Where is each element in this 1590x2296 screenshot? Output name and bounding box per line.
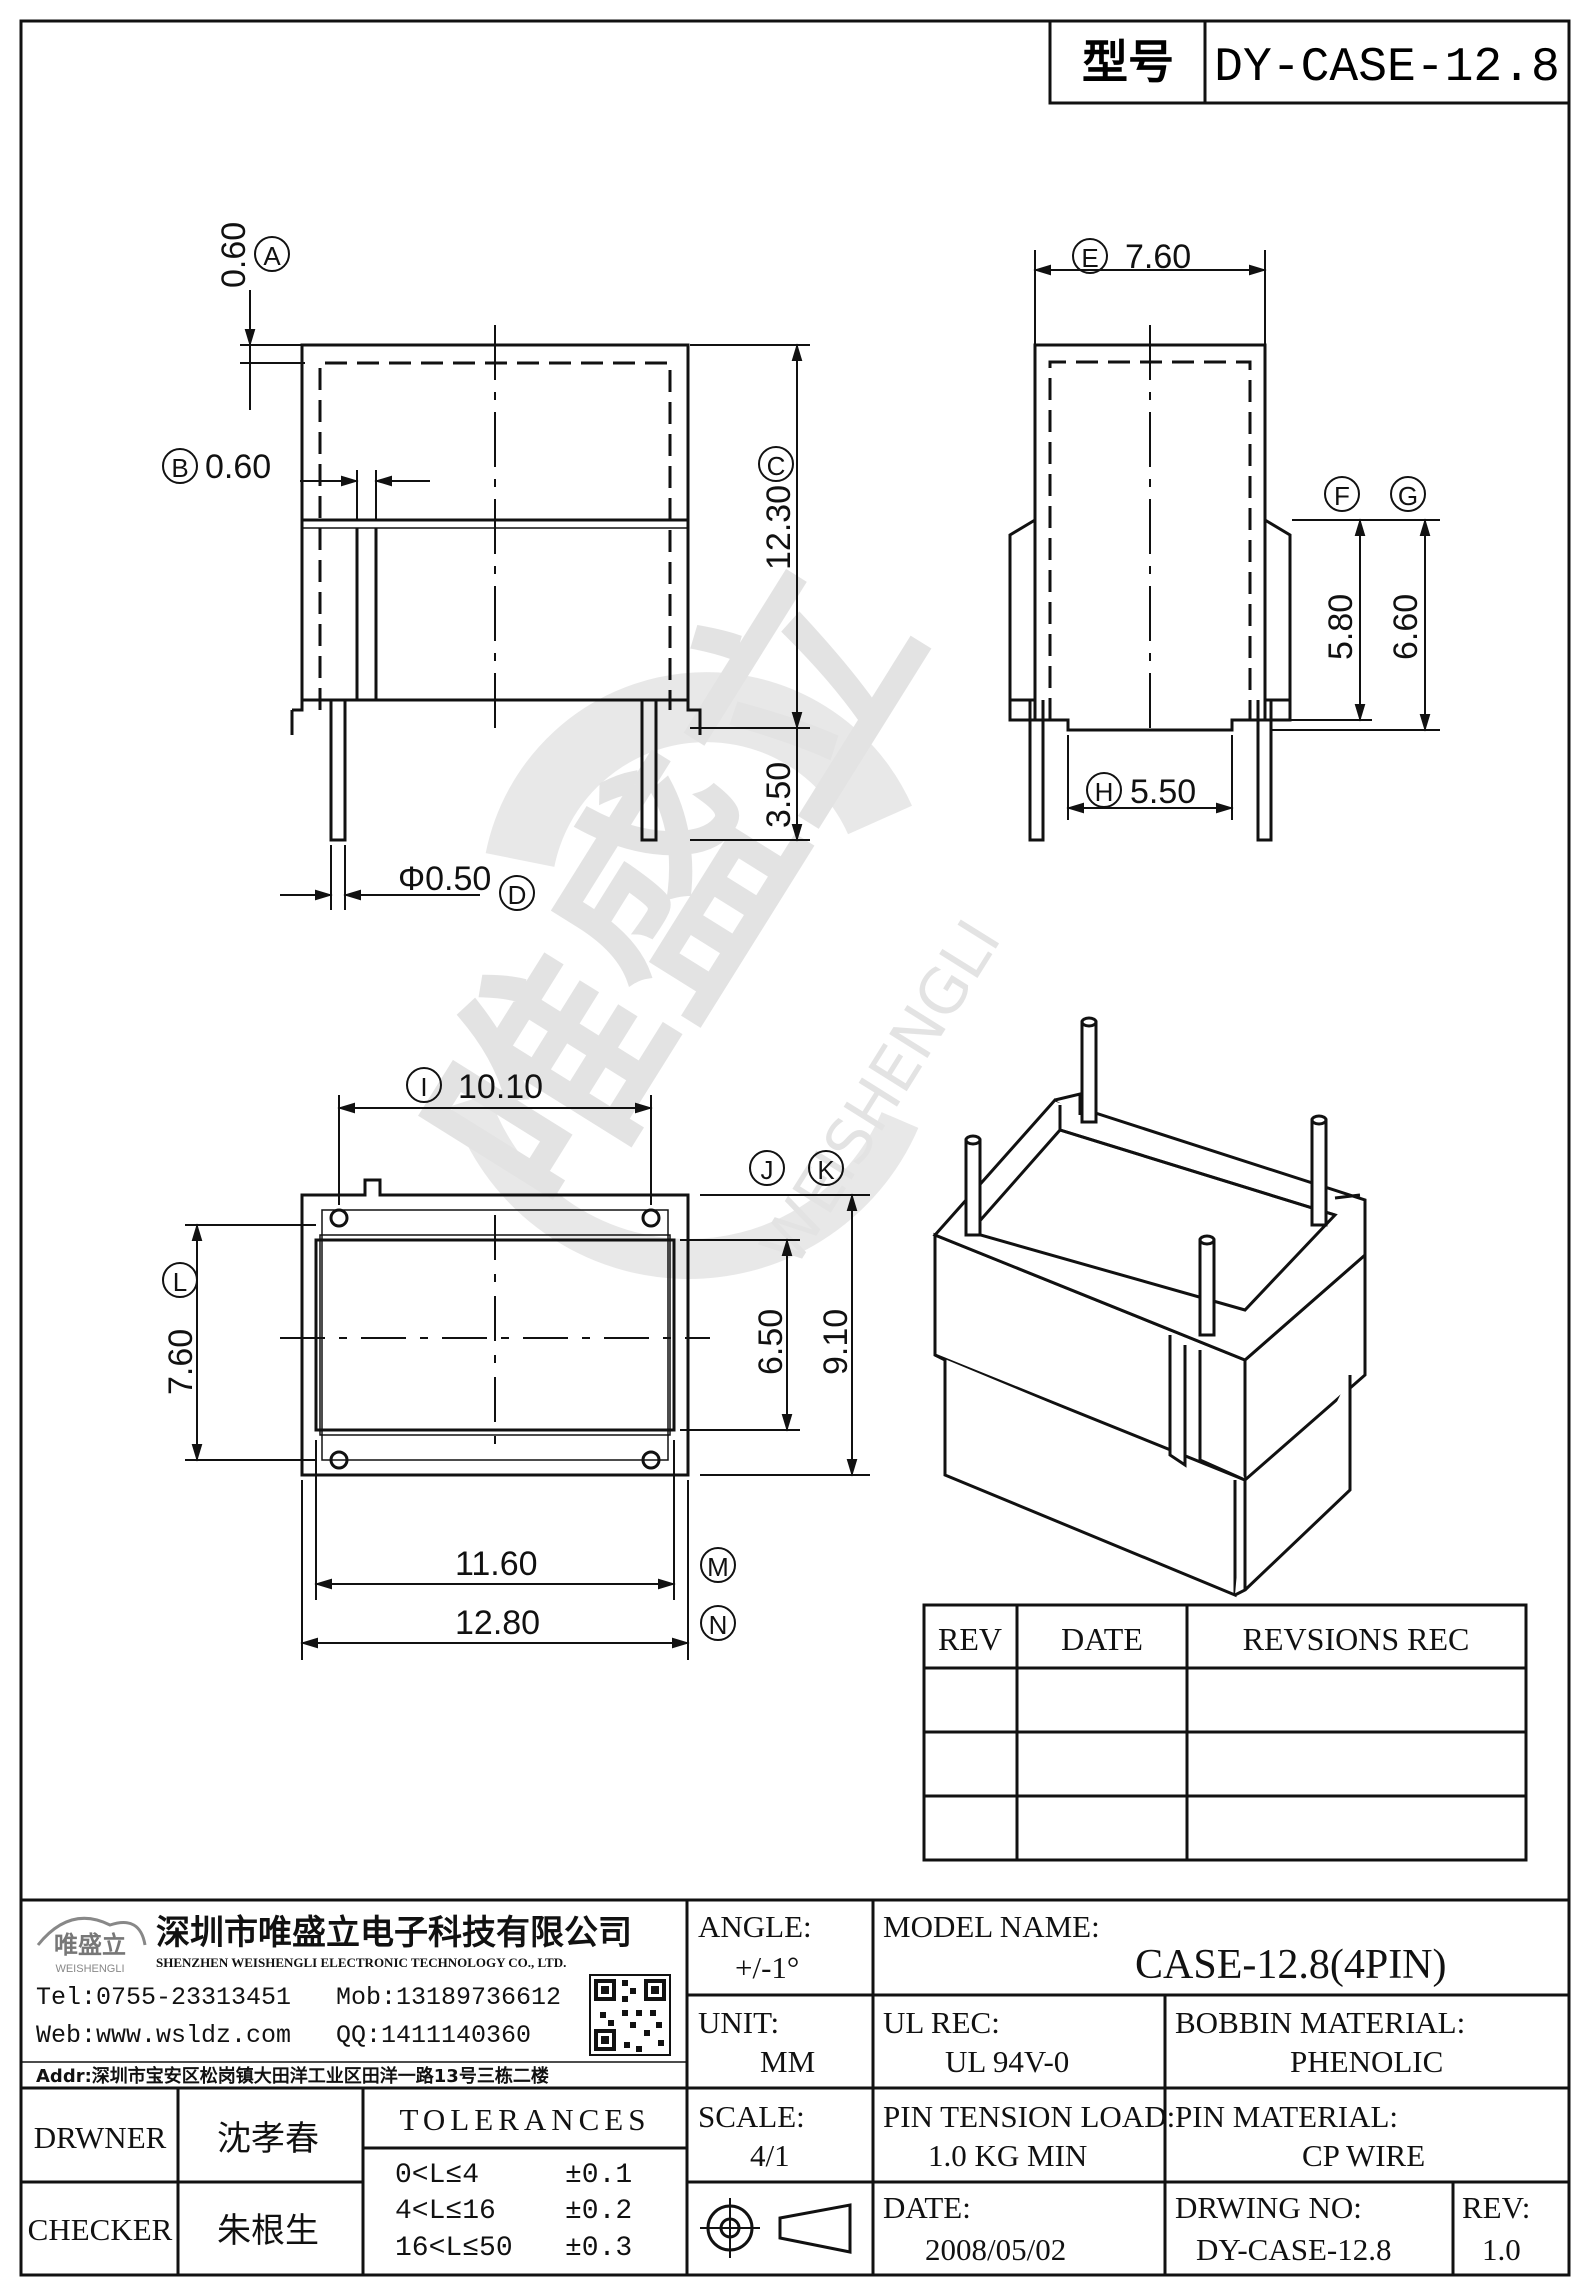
tol-range-3: 16<L≤50 [395,2233,513,2264]
svg-text:N: N [709,1610,728,1640]
pin-material-value: CP WIRE [1302,2138,1425,2173]
company-mob: Mob:13189736612 [336,1983,561,2012]
drawing-no-value: DY-CASE-12.8 [1196,2232,1391,2267]
svg-text:C: C [767,451,786,481]
ul-rec-label: UL REC: [883,2005,1000,2040]
rev-header: REV [938,1621,1002,1657]
side-dim-labels: E 7.60 F G 5.80 6.60 H 5.50 [1072,238,1426,811]
svg-text:7.60: 7.60 [1125,238,1191,276]
drawer-value: 沈孝春 [217,2119,319,2159]
svg-text:L: L [173,1267,187,1297]
drawing-no-label: DRWING NO: [1175,2190,1362,2225]
sheet-border [19,19,1571,2277]
pin-tension-value: 1.0 KG MIN [928,2138,1087,2173]
svg-text:6.60: 6.60 [1387,594,1425,660]
svg-text:D: D [508,880,527,910]
bobbin-material-label: BOBBIN MATERIAL: [1175,2005,1465,2040]
date-value: 2008/05/02 [925,2232,1066,2267]
svg-text:Φ0.50: Φ0.50 [398,860,491,898]
title-block [21,1898,1569,2275]
company-addr: Addr:深圳市宝安区松岗镇大田洋工业区田洋一路13号三栋二楼 [36,2065,549,2087]
date-header: DATE [1061,1621,1143,1657]
qr-code [589,1974,671,2056]
top-dim-labels: I 10.10 J K 6.50 9.10 L 7.60 11.60 M 12.… [162,1067,855,1642]
pin-material-label: PIN MATERIAL: [1175,2099,1398,2134]
company-name-en: SHENZHEN WEISHENGLI ELECTRONIC TECHNOLOG… [156,1955,566,1970]
svg-text:12.30: 12.30 [760,485,798,570]
projection-symbol [700,2198,852,2258]
rev-label: REV: [1462,2190,1530,2225]
unit-value: MM [760,2044,815,2079]
pin-tension-label: PIN TENSION LOAD: [883,2099,1175,2134]
model-name-label: MODEL NAME: [883,1909,1100,1944]
side-view [1008,325,1292,842]
svg-text:6.50: 6.50 [752,1309,790,1375]
svg-text:5.80: 5.80 [1322,594,1360,660]
tol-value-3: ±0.3 [565,2233,632,2264]
top-dimensions [185,1095,870,1660]
front-dimensions [240,290,810,910]
svg-text:0.60: 0.60 [215,222,253,288]
svg-text:K: K [817,1155,835,1185]
svg-text:A: A [263,241,281,271]
svg-text:J: J [761,1155,774,1185]
svg-text:11.60: 11.60 [455,1545,538,1583]
title-block-text: ANGLE: +/-1° MODEL NAME: CASE-12.8(4PIN)… [28,1909,1531,2267]
unit-label: UNIT: [698,2005,779,2040]
svg-text:H: H [1095,777,1114,807]
side-dimensions [1033,250,1440,820]
svg-text:7.60: 7.60 [162,1329,200,1395]
svg-text:0.60: 0.60 [205,448,271,486]
tol-range-1: 0<L≤4 [395,2160,479,2191]
company-logo: 唯盛立 WEISHENGLI [36,1916,147,1975]
svg-text:E: E [1081,243,1098,273]
checker-value: 朱根生 [217,2211,319,2251]
front-dim-labels: A 0.60 B 0.60 C 12.30 3.50 Φ0.50 D [162,222,798,911]
company-qq: QQ:1411140360 [336,2021,531,2050]
tol-value-1: ±0.1 [565,2160,632,2191]
svg-text:12.80: 12.80 [455,1604,540,1642]
top-view [280,1178,710,1477]
company-tel: Tel:0755-23313451 [36,1983,291,2012]
company-info: 深圳市唯盛立电子科技有限公司 SHENZHEN WEISHENGLI ELECT… [36,1913,632,2087]
rev-value: 1.0 [1482,2232,1521,2267]
checker-label: CHECKER [28,2212,173,2247]
isometric-view [932,1016,1367,1598]
svg-text:10.10: 10.10 [458,1068,543,1106]
angle-label: ANGLE: [698,1909,812,1944]
model-header-value: DY-CASE-12.8 [1214,41,1560,95]
revision-table [922,1603,1528,1862]
company-web: Web:www.wsldz.com [36,2021,291,2050]
svg-text:G: G [1398,481,1418,511]
company-name-cn: 深圳市唯盛立电子科技有限公司 [156,1913,632,1953]
svg-text:I: I [420,1072,427,1102]
front-view [290,325,702,842]
scale-value: 4/1 [750,2138,790,2173]
tol-value-2: ±0.2 [565,2196,632,2227]
svg-text:B: B [171,453,188,483]
scale-label: SCALE: [698,2099,805,2134]
date-label: DATE: [883,2190,971,2225]
watermark: 唯盛立 WEISHENGLI [380,522,1015,1279]
svg-text:3.50: 3.50 [760,762,798,828]
model-name-value: CASE-12.8(4PIN) [1135,1942,1447,1988]
angle-value: +/-1° [735,1950,799,1985]
svg-text:M: M [707,1552,729,1582]
tol-range-2: 4<L≤16 [395,2196,496,2227]
model-header: 型号 DY-CASE-12.8 [1048,19,1571,105]
ul-rec-value: UL 94V-0 [945,2044,1069,2079]
drawer-label: DRWNER [34,2120,167,2155]
bobbin-material-value: PHENOLIC [1290,2044,1443,2079]
svg-text:9.10: 9.10 [817,1309,855,1375]
revision-headers: REV DATE REVSIONS REC [938,1621,1469,1657]
svg-text:5.50: 5.50 [1130,773,1196,811]
svg-text:唯盛立: 唯盛立 [54,1931,126,1959]
model-header-label: 型号 [1082,35,1174,89]
svg-text:F: F [1334,481,1350,511]
revisions-rec-header: REVSIONS REC [1243,1621,1470,1657]
svg-text:WEISHENGLI: WEISHENGLI [55,1963,124,1975]
tolerances-label: TOLERANCES [400,2102,651,2137]
